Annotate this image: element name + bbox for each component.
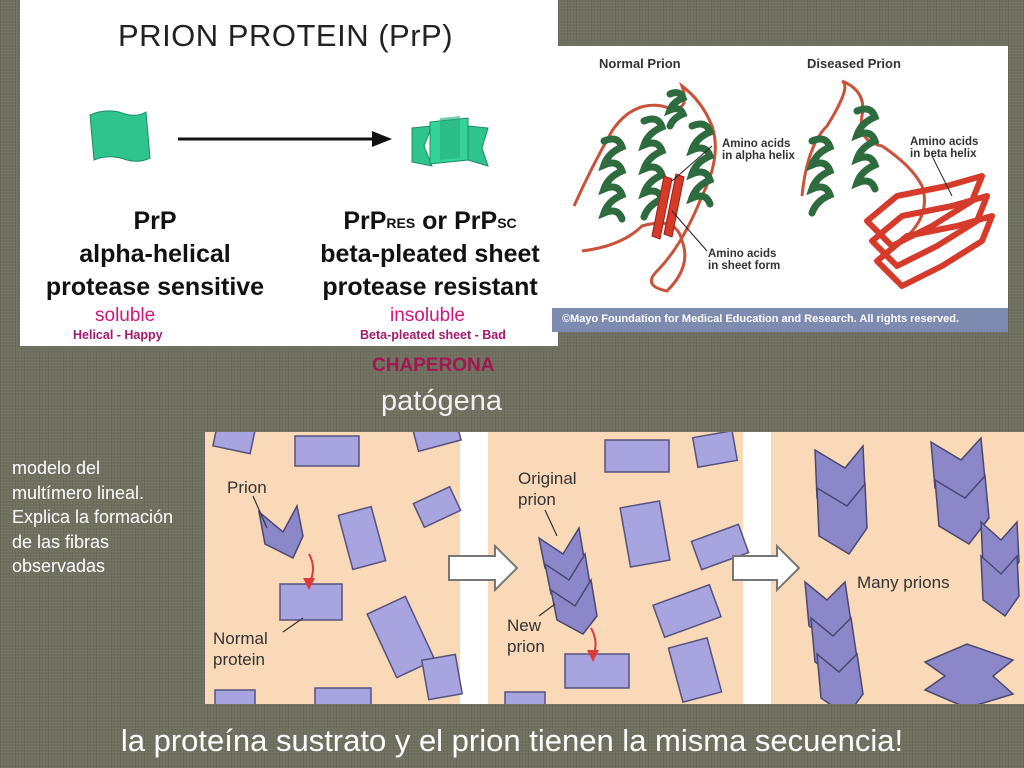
original-prion-line2: prion bbox=[518, 490, 556, 509]
prp-left-name: PrP bbox=[133, 207, 177, 235]
prp-arrow-head bbox=[372, 131, 392, 147]
fibril-illustration bbox=[212, 432, 1020, 704]
side-text-line5: observadas bbox=[12, 556, 106, 576]
normal-alpha-helices bbox=[598, 89, 715, 223]
fibril-formation-panel: Prion Normal protein Original prion New … bbox=[205, 432, 1024, 704]
normal-sheet-strands bbox=[651, 173, 685, 240]
chaperona-label: CHAPERONA bbox=[372, 355, 495, 376]
prp-right-line3: protease resistant bbox=[322, 273, 538, 301]
diseased-prion-heading: Diseased Prion bbox=[807, 56, 901, 71]
alpha-helix-label: Amino acids in alpha helix bbox=[722, 138, 795, 162]
panel1-blocks bbox=[212, 432, 464, 704]
panel1-prion-pointer bbox=[252, 495, 268, 529]
new-prion-label: New prion bbox=[507, 615, 545, 657]
bottom-caption: la proteína sustrato y el prion tienen l… bbox=[120, 723, 904, 758]
beta-leader-line bbox=[931, 155, 953, 197]
prp-right-name-part2: or PrP bbox=[415, 207, 498, 235]
prp-left-block: PrP alpha-helical protease sensitive bbox=[20, 205, 290, 304]
panel1-prion-chevron bbox=[257, 503, 304, 560]
prp-beta-sheet-icon bbox=[411, 116, 489, 167]
prp-right-sup-res: RES bbox=[386, 215, 416, 231]
new-prion-line1: New bbox=[507, 616, 542, 635]
transition-arrow-1 bbox=[448, 543, 519, 593]
alpha-helix-label-line2: in alpha helix bbox=[722, 150, 795, 162]
side-description: modelo del multímero lineal. Explica la … bbox=[12, 456, 222, 579]
prion-structures-illustration bbox=[572, 79, 995, 293]
beta-bad-caption: Beta-pleated sheet - Bad bbox=[360, 328, 506, 342]
side-text-line1: modelo del bbox=[12, 458, 101, 478]
diseased-alpha-helices bbox=[806, 105, 880, 217]
prp-right-sup-sc: SC bbox=[497, 215, 517, 231]
prion-label: Prion bbox=[227, 478, 267, 497]
side-text-line3: Explica la formación bbox=[12, 507, 174, 527]
prp-right-block: PrPRES or PrPSC beta-pleated sheet prote… bbox=[295, 205, 565, 304]
diseased-beta-helix bbox=[864, 173, 995, 289]
alpha-helix-label-line1: Amino acids bbox=[722, 138, 791, 150]
new-prion-line2: prion bbox=[507, 637, 545, 656]
original-prion-line1: Original bbox=[518, 469, 577, 488]
normal-prion-heading: Normal Prion bbox=[599, 56, 681, 71]
panel1-normal-pointer bbox=[282, 617, 304, 633]
original-prion-label: Original prion bbox=[518, 468, 577, 510]
soluble-label: soluble bbox=[95, 305, 156, 326]
panel2-blocks bbox=[504, 432, 750, 704]
sheet-form-label-line1: Amino acids bbox=[708, 248, 777, 260]
diseased-prion-coil bbox=[800, 79, 926, 243]
prp-title: PRION PROTEIN (PrP) bbox=[118, 18, 454, 53]
panel2-original-pointer bbox=[544, 509, 558, 537]
beta-helix-label: Amino acids in beta helix bbox=[910, 136, 978, 160]
panel1-red-arrowhead bbox=[303, 578, 315, 590]
sheet-form-label-line2: in sheet form bbox=[708, 260, 781, 272]
transition-arrow-2 bbox=[732, 543, 801, 593]
sheet-leader-line bbox=[671, 210, 708, 252]
mayo-prion-structure-panel: Normal Prion Diseased Prion bbox=[552, 46, 1008, 332]
normal-protein-line2: protein bbox=[213, 650, 265, 669]
prp-right-name-part1: PrP bbox=[343, 207, 387, 235]
panel2-new-pointer bbox=[538, 603, 556, 617]
beta-helix-label-line1: Amino acids bbox=[910, 136, 979, 148]
many-prions-label: Many prions bbox=[857, 573, 950, 592]
side-text-line4: de las fibras bbox=[12, 531, 110, 552]
panel3-fibrils bbox=[804, 436, 1020, 704]
copyright-bar: ©Mayo Foundation for Medical Education a… bbox=[552, 308, 1008, 332]
prp-right-name: PrPRES or PrPSC bbox=[295, 205, 565, 238]
helical-happy-caption: Helical - Happy bbox=[73, 328, 163, 342]
prp-left-line3: protease sensitive bbox=[45, 273, 265, 301]
insoluble-label: insoluble bbox=[390, 305, 465, 326]
prp-right-line2: beta-pleated sheet bbox=[320, 240, 540, 268]
normal-protein-label: Normal protein bbox=[213, 628, 268, 670]
panel2-red-arrowhead bbox=[587, 650, 599, 662]
patogena-label: patógena bbox=[381, 385, 502, 417]
beta-helix-label-line2: in beta helix bbox=[910, 148, 977, 160]
prp-panel: PRION PROTEIN (PrP) PrP alpha-helical pr… bbox=[20, 0, 558, 346]
sheet-form-label: Amino acids in sheet form bbox=[708, 248, 780, 272]
prp-left-line2: alpha-helical bbox=[79, 240, 231, 268]
alpha-leader-line bbox=[671, 145, 713, 182]
copyright-text: ©Mayo Foundation for Medical Education a… bbox=[562, 313, 960, 325]
panel2-prion-stack bbox=[537, 525, 598, 635]
normal-protein-line1: Normal bbox=[213, 629, 268, 648]
side-text-line2: multímero lineal. bbox=[12, 482, 145, 503]
prp-transition-graphic bbox=[89, 110, 489, 167]
prp-helical-flag-icon bbox=[89, 110, 151, 162]
